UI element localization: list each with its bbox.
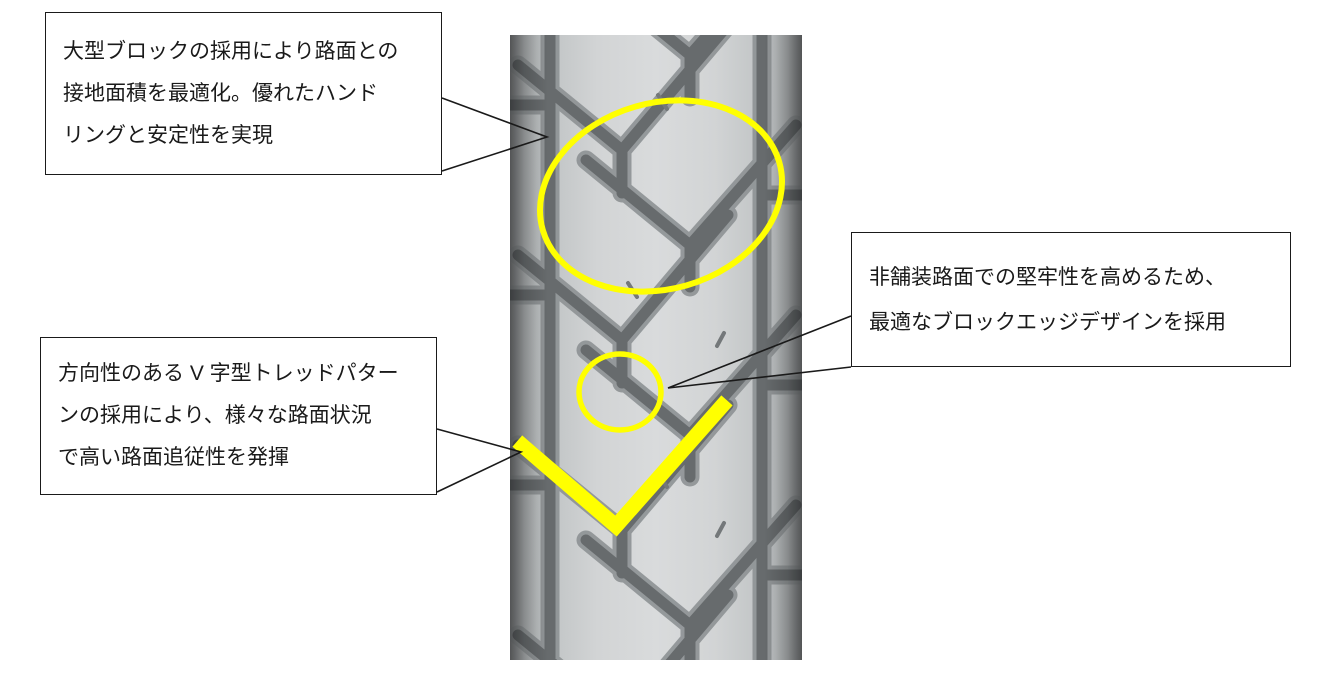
highlight-v-line: [512, 395, 733, 537]
callout-text-line: ンの採用により、様々な路面状況: [58, 404, 372, 427]
callout-text-line: 接地面積を最適化。優れたハンド: [63, 81, 378, 105]
connector-line-large-block: [441, 97, 550, 172]
tire-edge-shade: [510, 35, 802, 660]
connector-line-v-pattern: [436, 428, 524, 493]
callout-text-line: 方向性のある V 字型トレッドパター: [58, 362, 399, 385]
highlight-ellipse-large-block: [537, 97, 785, 295]
callout-large-block: 大型ブロックの採用により路面との 接地面積を最適化。優れたハンド リングと安定性…: [45, 12, 442, 175]
callout-text-line: 非舗装路面での堅牢性を高めるため、: [869, 265, 1226, 289]
callout-text-line: 最適なブロックエッジデザインを採用: [869, 310, 1226, 334]
callout-text-line: リングと安定性を実現: [63, 123, 273, 147]
highlight-circle-block-edge: [576, 351, 664, 433]
callout-v-pattern: 方向性のある V 字型トレッドパター ンの採用により、様々な路面状況 で高い路面…: [40, 337, 437, 495]
connector-line-block-edge: [667, 315, 852, 389]
tire-tread-photo: [510, 35, 802, 660]
callout-block-edge: 非舗装路面での堅牢性を高めるため、 最適なブロックエッジデザインを採用: [851, 232, 1291, 367]
callout-text-line: で高い路面追従性を発揮: [58, 446, 289, 469]
callout-text-line: 大型ブロックの採用により路面との: [63, 39, 399, 63]
